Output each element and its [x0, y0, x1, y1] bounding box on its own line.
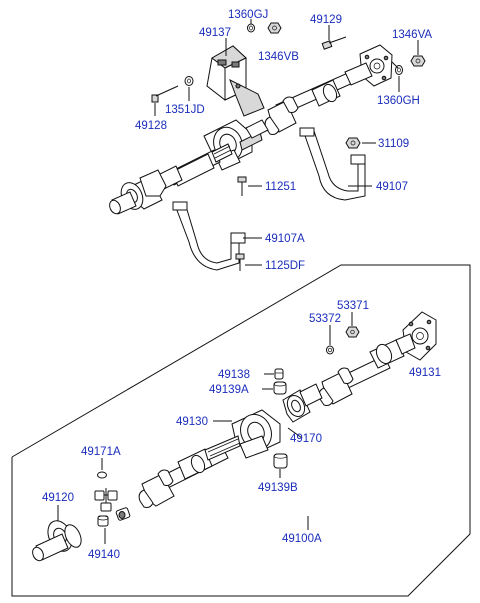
universal-joint-kit-49140: [94, 488, 131, 527]
label-11251: 11251: [265, 181, 296, 193]
upper-rear-shaft: [264, 62, 373, 135]
label-49107a: 49107A: [265, 233, 305, 245]
label-1360gh: 1360GH: [377, 95, 420, 107]
snap-ring-49171a: [97, 471, 107, 479]
rubber-49139b: [273, 453, 288, 469]
upper-front-flange: [109, 169, 167, 215]
label-1360gj: 1360GJ: [228, 9, 268, 21]
part-labels: 1360GJ 49137 49129 1346VA 1346VB 1351JD …: [42, 9, 441, 561]
label-31109: 31109: [378, 138, 409, 150]
bolt-1125df: [235, 253, 245, 271]
label-49129: 49129: [310, 14, 342, 26]
bolt-11251: [237, 176, 247, 196]
washer-53372: [326, 345, 334, 355]
label-49128: 49128: [135, 120, 167, 132]
pin-49138: [274, 368, 284, 380]
nut-1346va: [410, 55, 426, 67]
label-1125df: 1125DF: [265, 260, 305, 272]
rubber-49139a: [273, 381, 287, 395]
label-49138: 49138: [218, 369, 250, 381]
label-1351jd: 1351JD: [165, 104, 205, 116]
center-bearing-49130: [231, 409, 281, 459]
label-1346vb: 1346VB: [258, 51, 299, 63]
label-49140: 49140: [88, 549, 120, 561]
label-49130: 49130: [176, 416, 208, 428]
label-49139a: 49139A: [209, 384, 249, 396]
assembly-box-outline: [11, 264, 471, 597]
bolt-49128: [151, 85, 179, 103]
label-49100a: 49100A: [282, 533, 322, 545]
nut-31109: [345, 137, 361, 149]
label-49171a: 49171A: [81, 446, 121, 458]
label-49139b: 49139B: [258, 482, 298, 494]
label-1346va: 1346VA: [392, 29, 432, 41]
label-53372: 53372: [309, 313, 341, 325]
center-bearing-bracket-49137: [206, 45, 265, 117]
support-strap-49107: [299, 127, 366, 201]
lower-front-shaft: [138, 435, 241, 508]
label-49107: 49107: [376, 181, 408, 193]
bolt-49129: [321, 36, 347, 50]
label-49170: 49170: [290, 433, 322, 445]
washer-1360gh: [395, 65, 403, 75]
label-49120: 49120: [42, 492, 74, 504]
washer-1360gj: [247, 23, 255, 33]
lower-rear-shaft: [318, 333, 416, 406]
yoke-49170: [282, 383, 323, 423]
front-flange-49120: [32, 520, 82, 562]
support-strap-49107a: [172, 201, 246, 271]
nut-1346vb: [267, 22, 282, 34]
label-49131: 49131: [409, 367, 441, 379]
nut-53371: [345, 326, 360, 338]
washer-1351jd: [184, 76, 194, 86]
label-49137: 49137: [199, 27, 231, 39]
label-53371: 53371: [337, 300, 369, 312]
